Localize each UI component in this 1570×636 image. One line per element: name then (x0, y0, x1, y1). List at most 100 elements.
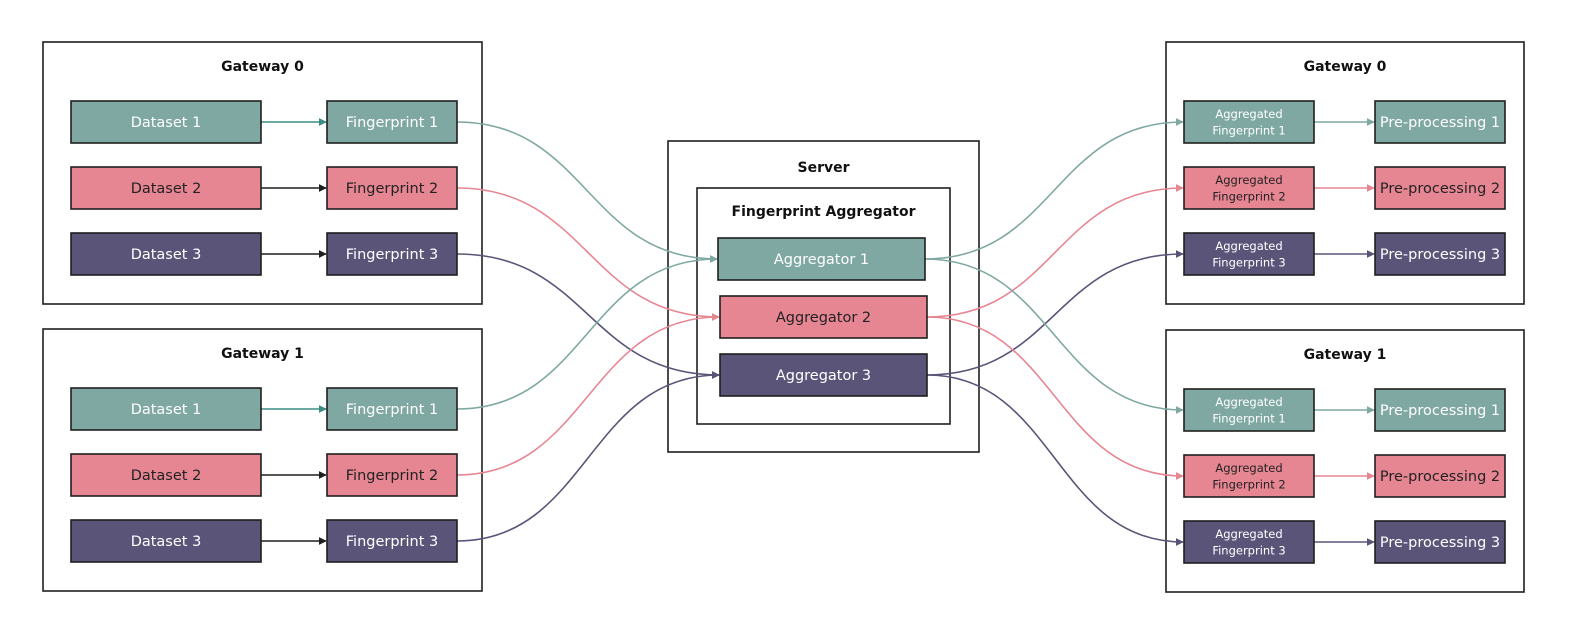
edge-aggregator-2-to-right-gateway-1-aggregated-2 (926, 316, 1184, 480)
right-gateway-0-preprocessing-2-box (1374, 166, 1506, 210)
right-gateway-1-aggregated-fingerprint-3-label-line-1: Aggregated (1215, 527, 1282, 541)
right-gateway-1-preprocessing-1-box (1374, 388, 1506, 432)
right-gateway-1-aggregated-fingerprint-2-box (1183, 454, 1315, 498)
edge-aggregator-1-to-right-gateway-0-aggregated-1 (924, 118, 1184, 260)
aggregator-3-box (719, 353, 928, 397)
left-gateway-1-fingerprint-2[interactable]: Fingerprint 2 (326, 453, 458, 497)
right-gateway-1-aggregated-fingerprint-2-label-line-1: Aggregated (1215, 461, 1282, 475)
aggregator-1-label: Aggregator 1 (774, 252, 869, 268)
right-gateway-1-aggregated-fingerprint-1-label-line-1: Aggregated (1215, 395, 1282, 409)
right-gateway-0-preprocessing-3[interactable]: Pre-processing 3 (1374, 232, 1506, 276)
right-gateway-0-aggregated-fingerprint-2-label-line-1: Aggregated (1215, 173, 1282, 187)
right-gateway-1-preprocessing-3-label: Pre-processing 3 (1380, 535, 1500, 551)
right-gateway-1-preprocessing-2-box (1374, 454, 1506, 498)
left-gateway-1-fingerprint-1-label: Fingerprint 1 (346, 402, 439, 418)
edge-aggregator-2-to-right-gateway-0-aggregated-2 (926, 184, 1184, 318)
right-gateway-1-preprocessing-2-label: Pre-processing 2 (1380, 469, 1500, 485)
aggregator-2-label: Aggregator 2 (776, 310, 871, 326)
right-gateway-0-aggregated-fingerprint-2-box (1183, 166, 1315, 210)
right-gateway-0-aggregated-fingerprint-3-label-line-2: Fingerprint 3 (1212, 255, 1285, 269)
left-gateway-1-fingerprint-2-box (326, 453, 458, 497)
left-gateway-1-fingerprint-2-label: Fingerprint 2 (346, 468, 439, 484)
edge-aggregator-3-to-right-gateway-1-aggregated-3 (926, 374, 1184, 546)
right-gateway-0-aggregated-fingerprint-1-label-line-1: Aggregated (1215, 107, 1282, 121)
left-gateway-0-dataset-1-label: Dataset 1 (131, 115, 202, 131)
right-gateway-0-preprocessing-2-label: Pre-processing 2 (1380, 181, 1500, 197)
left-gateway-0-fingerprint-1-label: Fingerprint 1 (346, 115, 439, 131)
left-gateway-1-dataset-3-box (70, 519, 262, 563)
right-gateway-0-aggregated-fingerprint-3-label-line-1: Aggregated (1215, 239, 1282, 253)
right-gateway-1-preprocessing-1-label: Pre-processing 1 (1380, 403, 1500, 419)
left-gateway-0-dataset-3-label: Dataset 3 (131, 247, 202, 263)
left-gateway-0-fingerprint-2-label: Fingerprint 2 (346, 181, 439, 197)
left-gateway-0-fingerprint-3[interactable]: Fingerprint 3 (326, 232, 458, 276)
aggregator-3-label: Aggregator 3 (776, 368, 871, 384)
right-gateway-0-preprocessing-1[interactable]: Pre-processing 1 (1374, 100, 1506, 144)
aggregator-1-box (717, 237, 926, 281)
right-gateway-0-aggregated-fingerprint-1-box (1183, 100, 1315, 144)
right-gateway-0-aggregated-fingerprint-2-label-line-2: Fingerprint 2 (1212, 189, 1285, 203)
right-gateway-0-preprocessing-3-label: Pre-processing 3 (1380, 247, 1500, 263)
edge-left-gateway-0-fingerprint-2-to-aggregator-2 (456, 187, 720, 321)
left-gateway-0-fingerprint-1[interactable]: Fingerprint 1 (326, 100, 458, 144)
right-gateway-0-aggregated-fingerprint-3-box (1183, 232, 1315, 276)
left-gateway-1-fingerprint-1-box (326, 387, 458, 431)
left-gateway-1-dataset-1[interactable]: Dataset 1 (70, 387, 262, 431)
left-gateway-0-dataset-3[interactable]: Dataset 3 (70, 232, 262, 276)
left-gateway-0-fingerprint-3-box (326, 232, 458, 276)
edge-left-gateway-1-fingerprint-1-to-aggregator-1 (456, 255, 718, 410)
right-gateway-1-aggregated-fingerprint-1-label-line-2: Fingerprint 1 (1212, 411, 1285, 425)
left-gateway-1-fingerprint-3-label: Fingerprint 3 (346, 534, 439, 550)
left-gateway-1-fingerprint-3-box (326, 519, 458, 563)
aggregator-2-box (719, 295, 928, 339)
left-gateway-1-dataset-1-label: Dataset 1 (131, 402, 202, 418)
left-gateway-0-dataset-1[interactable]: Dataset 1 (70, 100, 262, 144)
right-gateway-1-aggregated-fingerprint-3-label-line-2: Fingerprint 3 (1212, 543, 1285, 557)
left-gateway-1-dataset-3[interactable]: Dataset 3 (70, 519, 262, 563)
left-gateway-0-dataset-1-box (70, 100, 262, 144)
edge-left-gateway-1-fingerprint-2-to-aggregator-2 (456, 313, 720, 476)
left-gateway-0-fingerprint-1-box (326, 100, 458, 144)
server-frame-title: Server (797, 160, 849, 176)
left-gateway-1-dataset-3-label: Dataset 3 (131, 534, 202, 550)
left-gateway-1-dataset-2-box (70, 453, 262, 497)
right-gateway-1-preprocessing-1[interactable]: Pre-processing 1 (1374, 388, 1506, 432)
edge-left-gateway-0-fingerprint-3-to-aggregator-3 (456, 253, 720, 379)
left-gateway-1-fingerprint-1[interactable]: Fingerprint 1 (326, 387, 458, 431)
left-gateway-0-dataset-3-box (70, 232, 262, 276)
left-gateway-0-fingerprint-2-box (326, 166, 458, 210)
left-gateway-0-fingerprint-3-label: Fingerprint 3 (346, 247, 439, 263)
edge-left-gateway-0-fingerprint-1-to-aggregator-1 (456, 121, 718, 263)
left-gateway-0-fingerprint-2[interactable]: Fingerprint 2 (326, 166, 458, 210)
right-gateway-1-aggregated-fingerprint-3-box (1183, 520, 1315, 564)
left-gateway-0-dataset-2[interactable]: Dataset 2 (70, 166, 262, 210)
left-gateway-0-dataset-2-box (70, 166, 262, 210)
left-gateway-1-title: Gateway 1 (221, 346, 304, 362)
aggregator-2[interactable]: Aggregator 2 (719, 295, 928, 339)
right-gateway-1-preprocessing-3[interactable]: Pre-processing 3 (1374, 520, 1506, 564)
right-gateway-0-preprocessing-3-box (1374, 232, 1506, 276)
nodes-layer: Dataset 1 Fingerprint 1 Dataset 2 Fingerpri… (70, 100, 1506, 564)
right-gateway-1-preprocessing-3-box (1374, 520, 1506, 564)
aggregator-1[interactable]: Aggregator 1 (717, 237, 926, 281)
right-gateway-0-title: Gateway 0 (1304, 59, 1387, 75)
edge-left-gateway-1-fingerprint-3-to-aggregator-3 (456, 371, 720, 542)
left-gateway-0-dataset-2-label: Dataset 2 (131, 181, 202, 197)
edge-aggregator-1-to-right-gateway-1-aggregated-1 (924, 258, 1184, 414)
left-gateway-1-dataset-2-label: Dataset 2 (131, 468, 202, 484)
aggregator-3[interactable]: Aggregator 3 (719, 353, 928, 397)
left-gateway-1-fingerprint-3[interactable]: Fingerprint 3 (326, 519, 458, 563)
right-gateway-1-aggregated-fingerprint-1-box (1183, 388, 1315, 432)
right-gateway-0-preprocessing-1-box (1374, 100, 1506, 144)
right-gateway-1-preprocessing-2[interactable]: Pre-processing 2 (1374, 454, 1506, 498)
right-gateway-0-preprocessing-2[interactable]: Pre-processing 2 (1374, 166, 1506, 210)
left-gateway-1-dataset-2[interactable]: Dataset 2 (70, 453, 262, 497)
